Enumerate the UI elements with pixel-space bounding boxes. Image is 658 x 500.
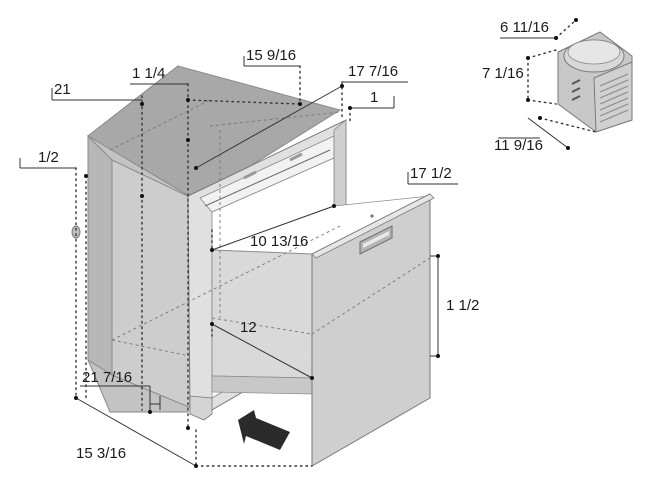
- label-drawer-depth: 12: [240, 319, 257, 336]
- label-bottom-width: 15 3/16: [76, 445, 126, 462]
- label-top-depth: 15 9/16: [246, 47, 296, 64]
- label-unit-height: 6 11/16: [500, 19, 549, 36]
- drawer-box-side: [211, 249, 313, 379]
- label-top-width: 17 7/16: [348, 63, 398, 80]
- pull-direction-arrow: [238, 410, 290, 450]
- cabinet-front-left-edge: [87, 134, 113, 376]
- label-drawer-opening: 10 13/16: [250, 233, 308, 250]
- label-unit-width: 11 9/16: [494, 137, 543, 154]
- label-top-left-offset: 1 1/4: [132, 65, 165, 82]
- label-drawer-height: 1 1/2: [446, 297, 479, 314]
- label-top-right-offset: 1: [370, 89, 378, 106]
- side-fitting-knob: [71, 225, 81, 239]
- drawer-box-bottom-edge: [211, 375, 313, 395]
- label-left-depth: 21: [54, 81, 71, 98]
- label-left-offset: 1/2: [38, 149, 59, 166]
- cabinet-top-face: [87, 65, 342, 201]
- label-drawer-front-width: 17 1/2: [410, 165, 452, 182]
- label-bottom-depth: 21 7/16: [82, 369, 132, 386]
- label-unit-depth: 7 1/16: [482, 65, 524, 82]
- frame-foot: [189, 395, 213, 421]
- drawer-front-edge: [311, 193, 435, 259]
